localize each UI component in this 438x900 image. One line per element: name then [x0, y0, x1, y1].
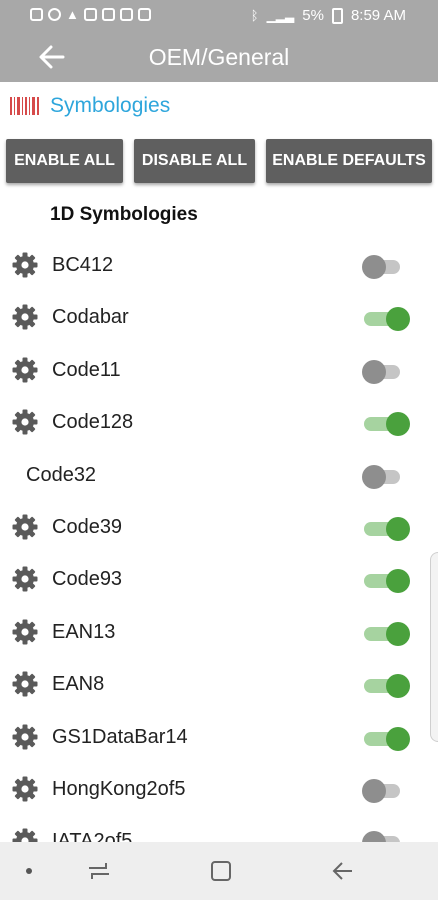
symbology-row: EAN8: [0, 659, 438, 711]
symbology-toggle[interactable]: [362, 464, 410, 490]
toggle-thumb: [386, 307, 410, 332]
symbology-label: Code39: [52, 516, 123, 538]
toggle-thumb: [386, 674, 410, 699]
gear-icon[interactable]: [12, 357, 38, 383]
nav-dot-icon: [26, 868, 32, 874]
section-header: Symbologies: [10, 94, 170, 118]
symbology-toggle[interactable]: [362, 673, 410, 699]
symbology-row: Code11: [0, 345, 438, 397]
symbology-label: EAN8: [52, 673, 105, 696]
symbology-label: GS1DataBar14: [52, 725, 188, 748]
symbology-row: GS1DataBar14: [0, 712, 438, 764]
enable-all-button[interactable]: ENABLE ALL: [6, 139, 123, 183]
symbology-toggle[interactable]: [362, 306, 410, 332]
barcode-icon: [10, 97, 39, 115]
back-icon[interactable]: [330, 858, 356, 884]
gear-icon[interactable]: [12, 252, 38, 278]
gear-icon[interactable]: [12, 409, 38, 435]
symbology-row: BC412: [0, 240, 438, 292]
enable-defaults-button[interactable]: ENABLE DEFAULTS: [266, 139, 432, 183]
back-arrow-icon[interactable]: [34, 40, 68, 74]
toggle-thumb: [362, 779, 386, 803]
symbology-label: EAN13: [52, 620, 116, 643]
app-bar: OEM/General: [0, 32, 438, 82]
symbology-label: Codabar: [52, 306, 129, 329]
mail-icon: [83, 8, 97, 21]
gear-icon[interactable]: [12, 514, 38, 540]
gear-icon[interactable]: [12, 566, 38, 592]
toggle-thumb: [362, 255, 386, 279]
notification-icon: [137, 8, 151, 21]
gear-icon[interactable]: [12, 304, 38, 330]
symbology-toggle[interactable]: [362, 254, 410, 280]
gear-icon[interactable]: [12, 776, 38, 802]
battery-level: 5%: [302, 7, 324, 24]
toggle-thumb: [362, 464, 386, 489]
symbology-label: BC412: [52, 254, 114, 276]
symbology-row: HongKong2of5: [0, 764, 438, 816]
symbology-label: Code32: [26, 463, 97, 486]
warning-icon: ▲: [66, 7, 79, 22]
toggle-thumb: [386, 517, 410, 541]
toggle-thumb: [362, 359, 386, 384]
symbology-toggle[interactable]: [362, 568, 410, 594]
toggle-thumb: [386, 621, 410, 646]
symbology-row: Code128: [0, 397, 438, 449]
notification-icon: [48, 8, 61, 21]
symbology-label: HongKong2of5: [52, 778, 186, 800]
gear-icon[interactable]: [12, 619, 38, 645]
group-title: 1D Symbologies: [50, 204, 198, 225]
navigation-bar: [0, 842, 438, 900]
symbology-label: Code93: [52, 568, 123, 591]
home-icon: [101, 8, 115, 21]
notification-icon: [30, 8, 43, 21]
symbology-row: Code39: [0, 502, 438, 554]
bluetooth-icon: ᛒ: [250, 8, 259, 23]
disable-all-button[interactable]: DISABLE ALL: [134, 139, 255, 183]
gear-icon[interactable]: [12, 724, 38, 750]
system-status: ᛒ ▁▂▃ 5% 8:59 AM: [251, 7, 406, 24]
toggle-thumb: [386, 569, 410, 594]
symbology-row: Codabar: [0, 292, 438, 344]
signal-icon: ▁▂▃: [266, 8, 295, 23]
image-icon: [119, 8, 133, 21]
symbology-toggle[interactable]: [362, 621, 410, 647]
page-title: OEM/General: [148, 44, 290, 70]
toggle-thumb: [386, 412, 410, 437]
recent-apps-icon[interactable]: [86, 858, 112, 884]
symbology-toggle[interactable]: [362, 778, 410, 804]
symbology-toggle[interactable]: [362, 726, 410, 752]
symbology-toggle[interactable]: [362, 516, 410, 542]
symbology-toggle[interactable]: [362, 359, 410, 385]
symbology-row: Code32: [0, 450, 438, 502]
toggle-thumb: [386, 726, 410, 751]
symbology-row: EAN13: [0, 607, 438, 659]
symbology-toggle[interactable]: [362, 411, 410, 437]
section-title: Symbologies: [50, 94, 171, 117]
symbology-label: Code128: [52, 411, 134, 434]
symbology-label: Code11: [52, 358, 121, 381]
home-icon[interactable]: [208, 858, 234, 884]
notification-icons: ▲: [30, 7, 151, 22]
clock: 8:59 AM: [350, 7, 406, 24]
battery-icon: [331, 7, 343, 24]
gear-icon[interactable]: [12, 671, 38, 697]
scroll-handle[interactable]: [430, 552, 438, 742]
status-bar: ▲ ᛒ ▁▂▃ 5% 8:59 AM: [0, 0, 438, 32]
symbology-row: Code93: [0, 554, 438, 606]
